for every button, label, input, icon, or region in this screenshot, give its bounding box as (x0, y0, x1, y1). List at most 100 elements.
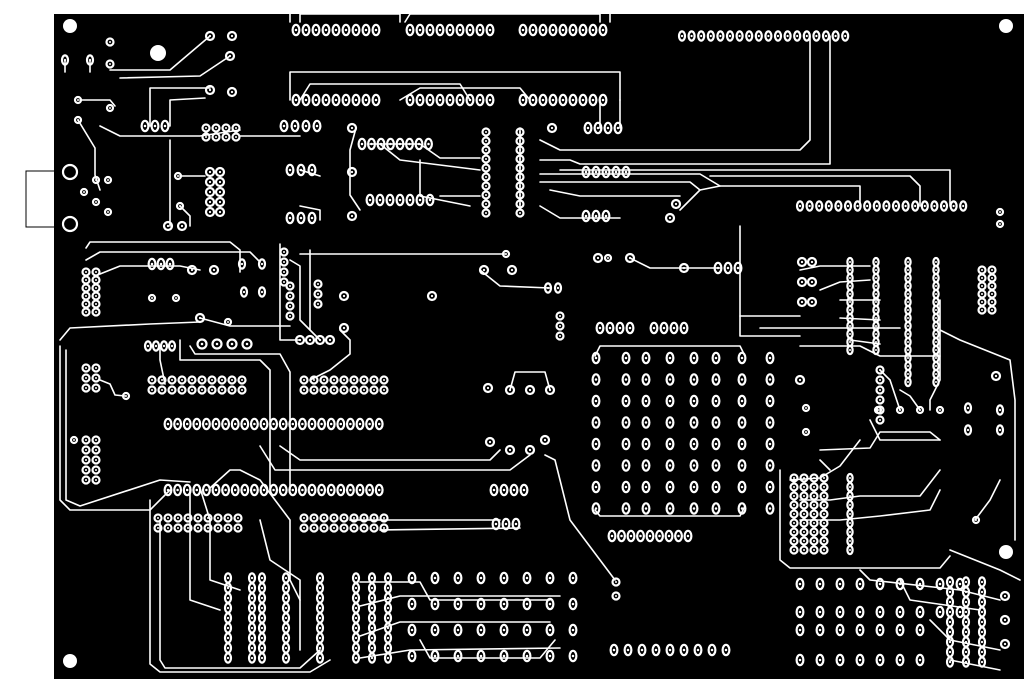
drill-hole (596, 256, 600, 260)
pad (121, 391, 131, 401)
drill-hole (168, 262, 172, 266)
drill-hole (757, 34, 760, 38)
drill-hole (935, 309, 937, 311)
pad (349, 513, 359, 523)
pad (855, 605, 865, 619)
pad (476, 597, 486, 611)
drill-hole (284, 576, 288, 580)
drill-hole (991, 269, 993, 271)
pad (147, 375, 157, 385)
pad (201, 417, 211, 431)
drill-hole (935, 325, 937, 327)
pad (259, 417, 269, 431)
pad (465, 93, 475, 107)
drill-hole (485, 203, 487, 205)
pad (405, 93, 415, 107)
drill-hole (682, 266, 686, 270)
pad (846, 544, 854, 556)
drill-hole (205, 136, 207, 138)
drill-hole (408, 28, 412, 32)
drill-hole (329, 422, 333, 426)
drill-hole (935, 285, 937, 287)
drill-hole (838, 582, 842, 586)
drill-hole (212, 268, 216, 272)
pad (299, 385, 309, 395)
drill-hole (714, 442, 718, 446)
pad (163, 523, 173, 533)
pad (153, 513, 163, 523)
drill-hole (584, 214, 588, 218)
drill-hole (386, 586, 390, 590)
pad (239, 286, 249, 298)
pad (819, 545, 829, 555)
drill-hole (237, 517, 239, 519)
drill-hole (964, 630, 968, 634)
drill-hole (221, 389, 223, 391)
drill-hole (654, 648, 658, 652)
drill-hole (823, 531, 825, 533)
pad (485, 93, 495, 107)
drill-hole (548, 602, 552, 606)
pad (207, 375, 217, 385)
pad (522, 571, 532, 585)
drill-hole (187, 517, 189, 519)
pad (598, 93, 608, 107)
pad (621, 437, 631, 451)
drill-hole (610, 534, 614, 538)
pad (299, 523, 309, 533)
drill-hole (283, 271, 285, 273)
pad (555, 321, 565, 331)
drill-hole (918, 658, 922, 662)
pad (895, 623, 905, 637)
pad (81, 363, 91, 373)
drill-hole (813, 477, 815, 479)
drill-hole (907, 357, 909, 359)
pad (317, 483, 327, 497)
pad (963, 402, 973, 414)
pad (678, 262, 690, 274)
drill-hole (283, 251, 285, 253)
drill-hole (502, 602, 506, 606)
drill-hole (644, 507, 648, 510)
pad (863, 200, 872, 212)
drill-hole (942, 204, 946, 208)
pad (85, 54, 95, 66)
drill-hole (918, 610, 922, 614)
pad (615, 321, 625, 335)
drill-hole (668, 399, 672, 403)
drill-hole (672, 326, 676, 330)
drill-hole (343, 389, 345, 391)
pad (407, 649, 417, 663)
drill-hole (221, 379, 223, 381)
pad (182, 417, 192, 431)
pad (789, 491, 799, 501)
drill-hole (907, 309, 909, 311)
drill-hole (310, 168, 314, 172)
drill-hole (95, 469, 97, 471)
drill-hole (167, 527, 169, 529)
drill-hole (948, 590, 952, 594)
pad (339, 513, 349, 523)
drill-hole (85, 367, 87, 369)
drill-hole (878, 658, 882, 662)
pad (591, 437, 601, 451)
pad (669, 321, 679, 335)
pad (201, 483, 211, 497)
drill-hole (798, 658, 802, 662)
pad (187, 375, 197, 385)
pad (568, 649, 578, 663)
pad (241, 338, 253, 350)
pad (424, 137, 433, 151)
pad (588, 93, 598, 107)
drill-hole (502, 576, 506, 580)
drill-hole (374, 98, 378, 102)
drill-hole (353, 379, 355, 381)
pad (515, 154, 525, 164)
pad (689, 459, 699, 472)
pad (223, 513, 233, 523)
drill-hole (318, 616, 322, 620)
drill-hole (162, 344, 166, 348)
drill-hole (291, 422, 295, 426)
pad (425, 23, 435, 37)
pad (765, 373, 775, 386)
